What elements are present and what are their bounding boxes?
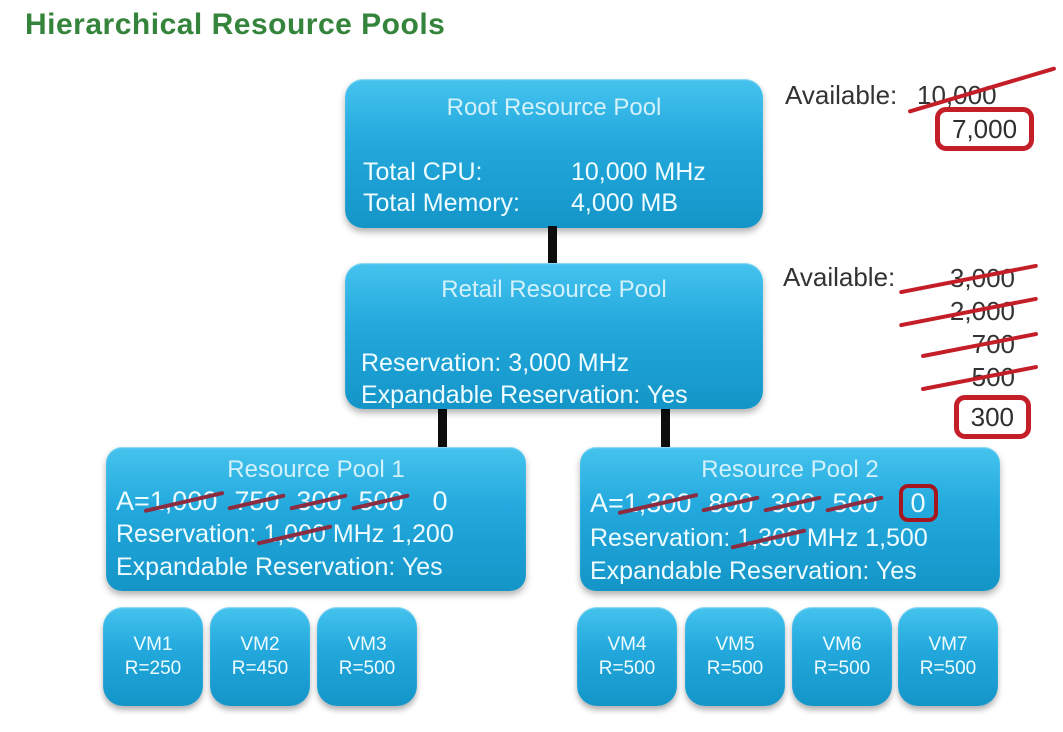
- pool1-available-old-value: 500: [358, 486, 404, 516]
- retail-available-old-value: 2,000: [949, 296, 1015, 326]
- retail-available-label: Available:: [783, 262, 896, 292]
- pool1-available-current-value: 0: [432, 486, 448, 516]
- pool2-available-old-value: 1,300: [623, 488, 692, 518]
- pool1-expandable-line: Expandable Reservation: Yes: [116, 553, 443, 581]
- vm-reservation: R=500: [813, 658, 871, 679]
- root-cpu-row: Total CPU: 10,000 MHz: [363, 157, 745, 188]
- retail-pool-title: Retail Resource Pool: [441, 276, 667, 303]
- retail-available-old-value: 3,000: [949, 263, 1015, 293]
- retail-available-old-row: 700: [783, 328, 1015, 361]
- pool2-available-old-value: 500: [832, 488, 878, 518]
- retail-pool-details: Reservation: 3,000 MHz Expandable Reserv…: [345, 347, 763, 411]
- root-memory-value: 4,000 MB: [571, 189, 679, 217]
- vm-name: VM4: [607, 634, 647, 655]
- vm-box-vm3: VM3 R=500: [317, 607, 417, 706]
- vm-name: VM3: [347, 634, 387, 655]
- vm-reservation: R=500: [919, 658, 977, 679]
- retail-available-current-row: 300: [783, 395, 1031, 439]
- root-memory-row: Total Memory: 4,000 MB: [363, 188, 745, 219]
- pool1-reservation-line: Reservation: 1,000 MHz 1,200: [106, 518, 526, 551]
- root-pool-title: Root Resource Pool: [446, 94, 662, 121]
- root-cpu-value: 10,000 MHz: [571, 158, 706, 186]
- vm-name: VM6: [822, 634, 862, 655]
- pool1-reservation-label: Reservation:: [116, 520, 257, 548]
- pool1-available-old-value: 1,000: [149, 486, 218, 516]
- slide-title: Hierarchical Resource Pools: [25, 8, 446, 41]
- pool2-available-old-value: 800: [708, 488, 754, 518]
- pool2-reservation-line: Reservation: 1,300 MHz 1,500: [580, 522, 1000, 555]
- retail-available-values: 3,000 2,000 700 500 300: [783, 262, 1031, 439]
- vm-name: VM5: [715, 634, 755, 655]
- vm-box-vm4: VM4 R=500: [577, 607, 677, 706]
- vm-reservation: R=250: [124, 658, 182, 679]
- root-cpu-label: Total CPU:: [363, 158, 483, 186]
- vm-name: VM7: [928, 634, 968, 655]
- retail-available-current-box: 300: [953, 395, 1031, 439]
- connector-root-to-retail: [548, 226, 557, 265]
- retail-reservation-line: Reservation: 3,000 MHz: [361, 349, 630, 377]
- pool2-reservation-unit: MHz: [806, 524, 859, 552]
- pool2-reservation-old-value: 1,300: [737, 522, 800, 555]
- retail-available-old-value: 700: [971, 329, 1015, 359]
- vm-box-vm6: VM6 R=500: [792, 607, 892, 706]
- pool2-available-old-value: 300: [770, 488, 816, 518]
- pool2-reservation-new-value: 1,500: [865, 524, 928, 552]
- root-available-label: Available:: [785, 80, 898, 110]
- vm-box-vm1: VM1 R=250: [103, 607, 203, 706]
- vm-reservation: R=500: [706, 658, 764, 679]
- retail-expandable-line: Expandable Reservation: Yes: [361, 381, 688, 409]
- vm-reservation: R=500: [338, 658, 396, 679]
- vm-box-vm7: VM7 R=500: [898, 607, 998, 706]
- vm-name: VM2: [240, 634, 280, 655]
- pool2-expandable-line: Expandable Reservation: Yes: [590, 557, 917, 585]
- pool1-reservation-new-value: 1,200: [391, 520, 454, 548]
- vm-reservation: R=450: [231, 658, 289, 679]
- vm-box-vm2: VM2 R=450: [210, 607, 310, 706]
- vm-reservation: R=500: [598, 658, 656, 679]
- connector-retail-to-pool1: [438, 407, 447, 449]
- root-available-annotation: Available: 10,000 7,000: [785, 80, 1055, 151]
- retail-available-old-row: 3,000: [783, 262, 1015, 295]
- pool1-reservation-unit: MHz: [332, 520, 385, 548]
- vm-name: VM1: [133, 634, 173, 655]
- pool1-available-old-value: 750: [234, 486, 280, 516]
- retail-resource-pool-box: Retail Resource Pool Reservation: 3,000 …: [345, 263, 763, 409]
- retail-available-annotation: Available: 3,000 2,000 700 500 300: [783, 262, 1031, 439]
- pool1-available-old-value: 300: [296, 486, 342, 516]
- root-pool-specs: Total CPU: 10,000 MHz Total Memory: 4,000 …: [345, 157, 763, 219]
- pool2-available-current-box: 0: [898, 484, 938, 522]
- root-available-current-box: 7,000: [935, 107, 1035, 151]
- pool2-reservation-label: Reservation:: [590, 524, 731, 552]
- vm-box-vm5: VM5 R=500: [685, 607, 785, 706]
- connector-retail-to-pool2: [661, 407, 670, 449]
- retail-available-old-row: 2,000: [783, 295, 1015, 328]
- pool2-title: Resource Pool 2: [701, 456, 879, 483]
- root-memory-label: Total Memory:: [363, 189, 520, 217]
- retail-available-old-row: 500: [783, 361, 1015, 394]
- pool1-title: Resource Pool 1: [227, 456, 405, 483]
- retail-available-old-value: 500: [971, 362, 1015, 392]
- pool1-reservation-old-value: 1,000: [263, 518, 326, 551]
- root-resource-pool-box: Root Resource Pool Total CPU: 10,000 MHz …: [345, 79, 763, 228]
